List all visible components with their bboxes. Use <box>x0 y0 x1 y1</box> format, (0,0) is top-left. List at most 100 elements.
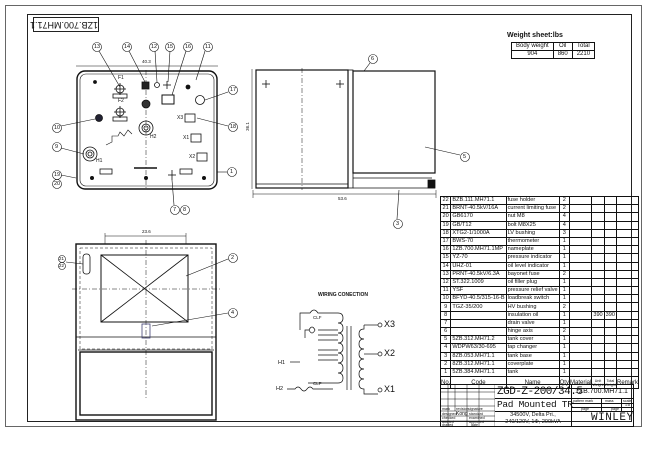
product-name: Pad Mounted TR <box>497 399 573 410</box>
lv-bushing-x2-icon <box>196 152 208 162</box>
role-date: date <box>471 423 478 427</box>
bom-cell-qty: 1 <box>558 253 571 263</box>
weight-total-value: 2210 <box>571 50 596 59</box>
callout-6: 6 <box>371 56 375 62</box>
bom-cell-name: pressure relief valve <box>505 286 560 296</box>
bom-cell-name: LV bushing <box>505 228 560 238</box>
front-view <box>72 233 220 421</box>
bom-cell-remark <box>616 351 640 361</box>
scale-label: scale <box>623 399 632 403</box>
wiring-clf-top: CLF <box>313 315 322 320</box>
bom-cell-remark <box>616 236 640 247</box>
callout-21: 21 <box>59 256 65 261</box>
spec-line-2: 240/120V, 1Φ, 200kVA <box>505 419 561 425</box>
bom-cell-qty: 1 <box>558 277 571 288</box>
bom-cell-code: 8ZB.312.MH71.1 <box>450 359 507 369</box>
side-view-width-dimension: 53.6 <box>338 196 347 201</box>
bom-cell-remark <box>616 212 640 222</box>
callout-1: 1 <box>230 169 234 175</box>
bom-cell-no: 5 <box>439 335 452 345</box>
bom-cell-unit <box>591 236 605 247</box>
weight-header-body: Body weight <box>511 42 554 51</box>
bom-cell-material <box>568 367 593 378</box>
bom-cell-code <box>450 326 507 337</box>
rev-header-mark: mark <box>442 407 450 411</box>
bom-cell-unit <box>591 367 605 378</box>
bom-cell-qty: 1 <box>558 261 571 271</box>
bom-cell-unit <box>591 302 605 312</box>
nameplate-icon <box>161 94 175 105</box>
bom-cell-name: fuse holder <box>505 195 560 206</box>
hv-bushing-h2-icon <box>138 120 154 136</box>
bom-cell-qty: 1 <box>558 359 571 369</box>
bom-cell-no: 2 <box>439 359 452 369</box>
bom-cell-unit <box>591 253 605 263</box>
drawing-sheet-border <box>5 5 642 427</box>
callout-13: 13 <box>94 44 101 50</box>
bom-cell-material <box>568 318 593 329</box>
model-number: ZGD-Z-200/34.5 <box>497 386 583 398</box>
bom-cell-material <box>568 359 593 369</box>
callout-12: 12 <box>151 44 158 50</box>
bom-cell-unit <box>591 359 605 369</box>
bom-header-qty: Qty <box>558 376 571 390</box>
bom-cell-no: 10 <box>439 294 452 304</box>
lv-bushing-x1-icon <box>190 133 202 143</box>
callout-15: 15 <box>167 44 174 50</box>
bom-cell-material <box>568 286 593 296</box>
bom-cell-material <box>568 261 593 271</box>
bom-cell-total <box>603 220 618 230</box>
bom-cell-unit <box>591 195 605 206</box>
bom-cell-name: coverplate <box>505 359 560 369</box>
bom-cell-material <box>568 326 593 337</box>
callout-4: 4 <box>231 310 235 316</box>
terminal-x1-label: X1 <box>183 135 190 141</box>
bom-cell-code: BRNT-40.5kV/16A <box>450 204 507 214</box>
bom-cell-total <box>603 367 618 378</box>
bom-cell-qty: 1 <box>558 294 571 304</box>
bom-cell-code <box>450 318 507 329</box>
bom-cell-unit <box>591 245 605 255</box>
callout-7: 7 <box>173 207 177 213</box>
terminal-f1-label: F1 <box>118 75 124 81</box>
side-view <box>251 68 437 198</box>
bom-cell-no: 18 <box>439 228 452 238</box>
bom-cell-qty: 2 <box>558 204 571 214</box>
bom-cell-no: 11 <box>439 286 452 296</box>
bom-cell-material <box>568 294 593 304</box>
bom-header-code: Code <box>450 376 507 390</box>
bom-cell-remark <box>616 220 640 230</box>
oil-level-indicator-icon <box>141 81 150 90</box>
bom-cell-unit <box>591 326 605 337</box>
bom-cell-name: nameplate <box>505 245 560 255</box>
role-audited: audited <box>442 420 454 424</box>
bom-cell-code: 1ZB.700.MH71.1MP <box>450 245 507 255</box>
bom-cell-name: pressure indicator <box>505 253 560 263</box>
bom-cell-total <box>603 359 618 369</box>
bom-cell-qty: 1 <box>558 367 571 378</box>
bom-cell-no: 7 <box>439 318 452 329</box>
top-view <box>76 65 218 190</box>
bom-cell-material <box>568 302 593 312</box>
thermometer-icon <box>195 95 205 105</box>
bom-cell-unit <box>591 204 605 214</box>
pattern-mark-label: pattern mark <box>573 399 594 403</box>
role-drafted: drafted <box>442 423 454 427</box>
bom-cell-total <box>603 302 618 312</box>
bom-cell-no: 16 <box>439 245 452 255</box>
bom-cell-unit <box>591 269 605 279</box>
bom-cell-qty: 3 <box>558 228 571 238</box>
terminal-x2-label: X2 <box>189 154 196 160</box>
callouts <box>52 42 470 327</box>
bom-cell-unit <box>591 318 605 329</box>
wiring-clf-bottom: CLF <box>313 381 322 386</box>
bom-cell-no: 17 <box>439 236 452 247</box>
terminal-f2-label: F2 <box>118 98 124 104</box>
